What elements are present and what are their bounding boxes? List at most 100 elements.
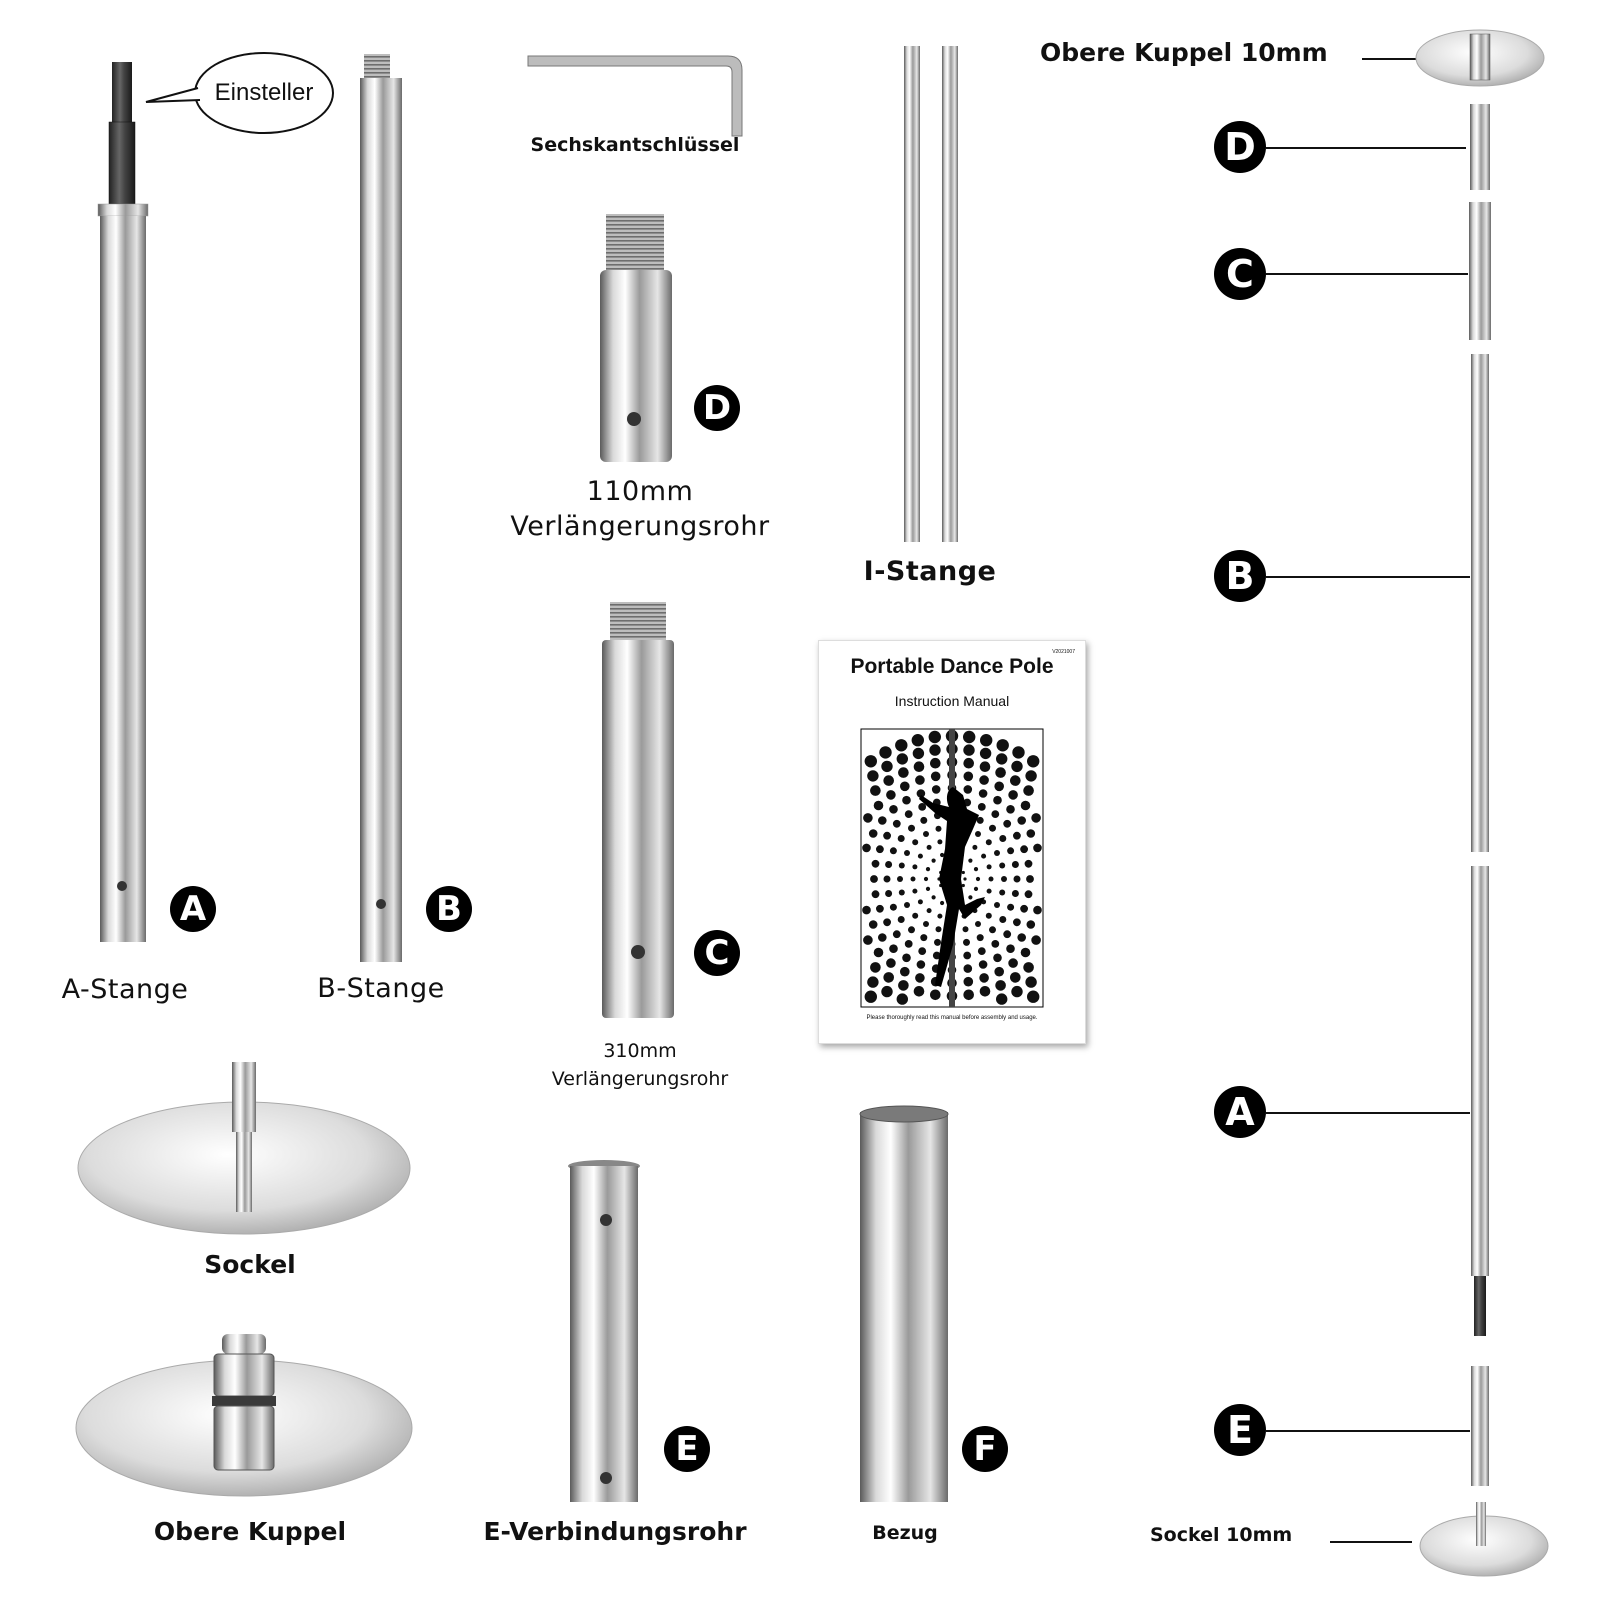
cover-art-dot <box>912 912 919 919</box>
assembly-badge-a: A <box>1214 1086 1266 1138</box>
cover-art-dot <box>975 921 981 927</box>
cover-art-dot <box>896 993 908 1005</box>
assembly-leader-a <box>1266 1112 1470 1114</box>
cover-art-dot <box>986 888 992 894</box>
cover-art-dot <box>867 976 879 988</box>
badge-a: A <box>170 886 216 932</box>
cover-art-dot <box>923 876 929 882</box>
ext-110-label-line2: Verlängerungsrohr <box>510 511 770 542</box>
cover-art-dot <box>999 835 1007 842</box>
cover-art-dot <box>963 877 967 881</box>
i-rod-illustration <box>904 46 958 542</box>
cover-art-dot <box>1013 918 1021 927</box>
cover-art-dot <box>991 940 1000 948</box>
cover-art-dot <box>1020 904 1028 913</box>
cover-art-dot <box>889 903 897 911</box>
cover-art-dot <box>979 986 991 997</box>
cover-art-dot <box>1026 875 1034 883</box>
assembly-badge-c: C <box>1214 248 1266 300</box>
cover-art-dot <box>940 900 945 906</box>
cover-art-dot <box>873 800 884 811</box>
badge-c-part: C <box>694 930 740 976</box>
instruction-manual: V2021007 Portable Dance Pole Instruction… <box>818 640 1086 1044</box>
cover-art-dot <box>979 775 989 785</box>
cover-art-dot <box>930 771 941 782</box>
cover-art-dot <box>978 960 988 969</box>
cover-art-dot <box>871 890 880 899</box>
cover-art-dot <box>937 839 943 845</box>
cover-art-dot <box>879 746 892 759</box>
cover-art-dot <box>912 888 918 894</box>
cover-art-dot <box>1007 903 1015 911</box>
cover-art-dot <box>1010 775 1021 786</box>
e-connector-label: E-Verbindungsrohr <box>483 1517 747 1546</box>
cover-art-dot <box>995 767 1006 778</box>
cover-art-dot <box>993 795 1002 805</box>
cover-art-dot <box>978 789 988 798</box>
cover-art-dot <box>1006 805 1015 814</box>
cover-art-dot <box>1013 831 1021 840</box>
cover-art-dot <box>988 876 994 882</box>
cover-art-dot <box>980 734 993 747</box>
cover-art-dot <box>1027 990 1040 1003</box>
cover-art-dot <box>973 886 979 891</box>
cover-art-dot <box>994 781 1004 792</box>
cover-art-dot <box>929 744 941 756</box>
cover-art-dot <box>1006 944 1015 953</box>
cover-art-dot <box>963 771 974 782</box>
assembly-leader-e <box>1266 1430 1470 1432</box>
cover-art-dot <box>985 839 992 846</box>
cover-art-dot <box>989 824 996 832</box>
cover-art-dot <box>996 739 1009 752</box>
cover-art-dot <box>930 989 941 1001</box>
cover-art-dot <box>863 813 873 823</box>
cover-art-dot <box>915 775 925 785</box>
cover-art-dot <box>1001 876 1007 882</box>
adjuster-callout: Einsteller <box>194 52 334 134</box>
cover-art-dot <box>912 864 918 870</box>
cover-art-dot <box>963 989 974 1001</box>
cover-art-dot <box>898 980 909 991</box>
cover-art-dot <box>1024 890 1033 899</box>
cover-art-dot <box>881 985 893 998</box>
assembly-badge-b: B <box>1214 550 1266 602</box>
cover-art-dot <box>975 876 981 882</box>
cover-art-dot <box>968 895 973 900</box>
cover-art-dot <box>981 853 987 859</box>
cover-art-dot <box>989 926 996 934</box>
cover-art-dot <box>968 858 973 863</box>
hex-key-illustration <box>527 55 743 137</box>
manual-footer: Please thoroughly read this manual befor… <box>866 1015 1038 1021</box>
cover-art-dot <box>931 858 936 863</box>
cover-art-dot <box>1011 985 1023 998</box>
cover-art-dot <box>999 889 1006 896</box>
cover-art-dot <box>977 803 986 811</box>
cover-art-dot <box>999 916 1007 923</box>
cover-art-dot <box>917 899 923 905</box>
ext-310-illustration <box>602 602 674 1018</box>
cover-art-dot <box>886 958 896 968</box>
manual-version: V2021007 <box>1052 649 1075 655</box>
cover-art-dot <box>870 785 881 796</box>
cover-art-dot <box>1020 947 1031 958</box>
cover-art-dot <box>932 951 941 960</box>
cover-art-dot <box>902 795 911 805</box>
cover-art-dot <box>963 938 970 946</box>
cover-art-dot <box>902 953 911 963</box>
cover-art-dot <box>898 889 905 896</box>
cover-art-dot <box>883 972 894 983</box>
cover-art-dot <box>996 993 1008 1005</box>
cover-art-dot <box>1020 800 1031 811</box>
cover-art-dot <box>867 770 879 782</box>
cover-art-dot <box>1033 905 1042 915</box>
cover-art-dot <box>963 744 975 756</box>
cover-art-dot <box>918 947 927 955</box>
cover-art-dot <box>963 757 974 769</box>
a-rod-illustration <box>97 62 149 942</box>
assembly-leader-d <box>1266 147 1466 149</box>
cover-art-dot <box>886 790 896 800</box>
cover-art-dot <box>935 825 942 832</box>
cover-art-dot <box>912 839 919 846</box>
cover-art-dot <box>864 990 877 1003</box>
cover-art-dot <box>864 755 877 768</box>
